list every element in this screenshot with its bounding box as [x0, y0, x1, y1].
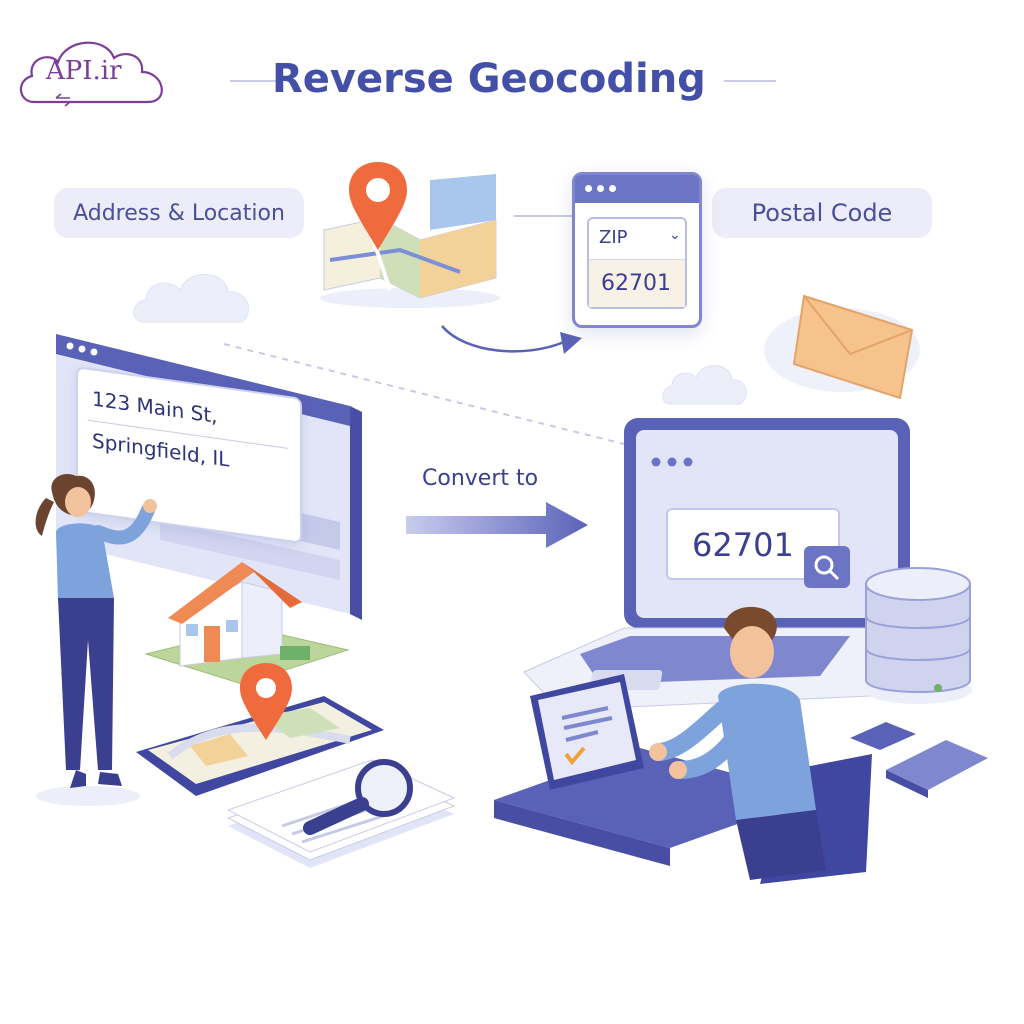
- zip-card-window: ZIP ⌄ 62701: [572, 172, 702, 328]
- folded-map-icon: [320, 174, 500, 308]
- api-cloud-logo: [19, 41, 163, 107]
- address-location-label: Address & Location: [54, 188, 304, 238]
- logo-text: API.ir: [46, 56, 122, 86]
- address-line-2: Springfield, IL: [92, 428, 230, 472]
- address-line-1: 123 Main St,: [92, 386, 218, 429]
- cloud-decoration-left: [133, 274, 249, 323]
- convert-arrow-icon: [406, 502, 588, 548]
- convert-to-label: Convert to: [422, 466, 539, 491]
- search-button[interactable]: [804, 546, 850, 588]
- checkmark-icon: [564, 746, 586, 766]
- title-rule-right: [724, 80, 776, 82]
- house-icon: [144, 562, 350, 685]
- cloud-decoration-right: [662, 365, 747, 405]
- small-laptop: [530, 674, 716, 810]
- curved-arrow-icon: [441, 325, 582, 354]
- magnifying-glass-icon: [303, 759, 413, 835]
- data-cards: [850, 722, 988, 798]
- page-title: Reverse Geocoding: [272, 56, 706, 102]
- postal-code-label: Postal Code: [712, 188, 932, 238]
- dashed-guideline: [223, 343, 625, 445]
- envelope-icon: [764, 294, 920, 400]
- map-pin-icon: [240, 663, 292, 740]
- title-rule-left: [230, 80, 282, 82]
- zip-card-titlebar: [575, 175, 699, 203]
- man-user-figure: [649, 606, 872, 884]
- database-icon: [864, 567, 972, 704]
- connector-dashes: [514, 215, 576, 217]
- chevron-down-icon: ⌄: [669, 227, 681, 243]
- search-value: 62701: [692, 526, 794, 564]
- woman-user-figure: [35, 473, 157, 806]
- zip-select-field[interactable]: ZIP ⌄ 62701: [587, 217, 687, 309]
- zip-value: 62701: [601, 271, 671, 296]
- map-pin-icon: [349, 162, 407, 250]
- search-icon: [814, 555, 840, 581]
- zip-label: ZIP: [599, 227, 628, 248]
